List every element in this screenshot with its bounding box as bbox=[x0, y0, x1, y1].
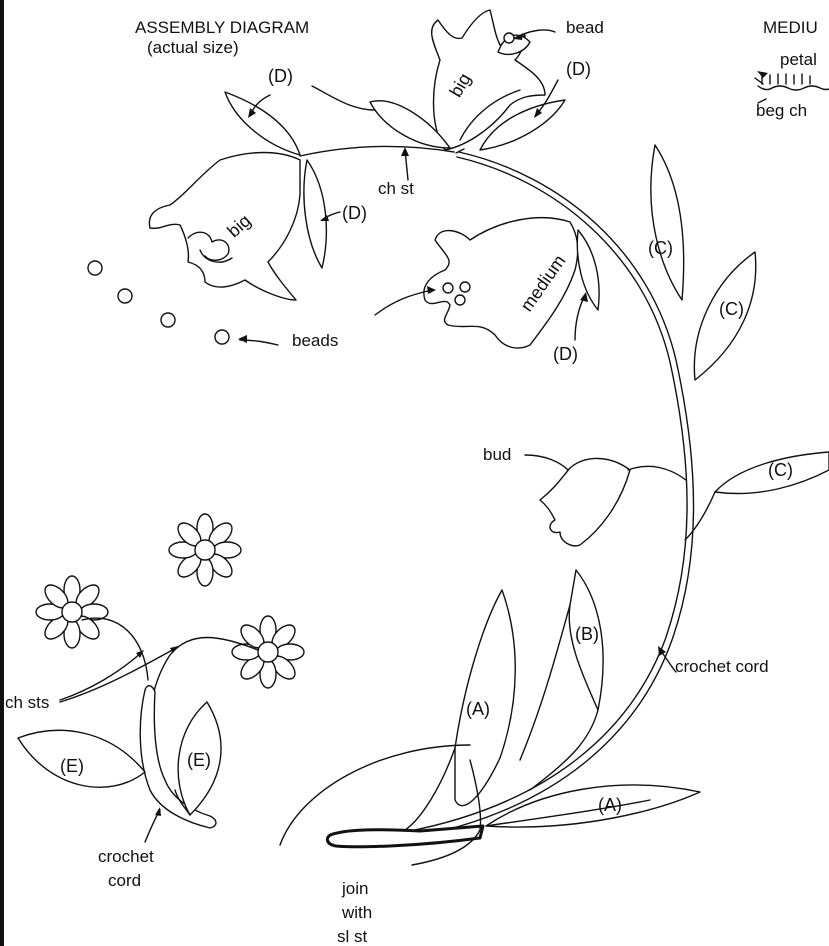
bud bbox=[540, 458, 686, 545]
beads-arrow bbox=[238, 335, 247, 343]
daisy-left bbox=[36, 576, 108, 648]
leaf-c3-label: (C) bbox=[768, 460, 793, 480]
stitch-arrows bbox=[755, 78, 766, 103]
bead-label: bead bbox=[566, 18, 604, 37]
bead-circle bbox=[504, 33, 514, 43]
beads-label: beads bbox=[292, 331, 338, 350]
bud-label: bud bbox=[483, 445, 511, 464]
ch-sts-pointer-1 bbox=[60, 652, 142, 700]
diagram-title: ASSEMBLY DIAGRAM bbox=[135, 18, 309, 37]
stitch-posts bbox=[762, 74, 810, 84]
join-label-2: with bbox=[341, 903, 372, 922]
leaf-d-top-right-label: (D) bbox=[566, 59, 591, 79]
ch-sts-label: ch sts bbox=[5, 693, 49, 712]
leaf-c1-label: (C) bbox=[648, 238, 673, 258]
side-panel-beg-label: beg ch bbox=[756, 101, 807, 120]
leaf-b-label: (B) bbox=[575, 624, 599, 644]
crochet-cord-left-label-1: crochet bbox=[98, 847, 154, 866]
arrow-head bbox=[757, 71, 768, 78]
ch-st-arrow bbox=[401, 147, 409, 156]
daisy-right bbox=[232, 616, 304, 688]
leaf-d-medium-label: (D) bbox=[553, 344, 578, 364]
bud-pointer bbox=[525, 455, 568, 470]
daisy-top bbox=[169, 514, 241, 586]
join-label-1: join bbox=[341, 879, 368, 898]
stitch-chain bbox=[758, 86, 829, 90]
ch-st-thread bbox=[300, 146, 454, 156]
leaf-d-left-mid-label: (D) bbox=[342, 203, 367, 223]
join-label-3: sl st bbox=[337, 927, 368, 946]
leaf-a-lower-label: (A) bbox=[598, 795, 622, 815]
leaf-d-left-mid bbox=[304, 160, 326, 268]
flower-big-left: big bbox=[149, 153, 300, 301]
crochet-cord-right-label: crochet cord bbox=[675, 657, 769, 676]
leaf-d-top-left bbox=[225, 92, 300, 155]
leaf-c2-label: (C) bbox=[719, 299, 744, 319]
leaf-e-right-label: (E) bbox=[187, 750, 211, 770]
leaf-e-left-label: (E) bbox=[60, 756, 84, 776]
ch-st-label: ch st bbox=[378, 179, 414, 198]
crochet-cord-left-label-2: cord bbox=[108, 871, 141, 890]
leaf-c1 bbox=[651, 145, 684, 300]
side-panel-title: MEDIU bbox=[763, 18, 818, 37]
side-panel-medium: MEDIU petal beg ch bbox=[755, 18, 829, 120]
side-panel-petal-label: petal bbox=[780, 50, 817, 69]
flower-medium: medium bbox=[424, 218, 578, 348]
leaf-a-upper bbox=[455, 590, 515, 806]
diagram-subtitle: (actual size) bbox=[147, 38, 239, 57]
leaf-d-medium bbox=[577, 230, 599, 310]
leaf-a-upper-label: (A) bbox=[466, 699, 490, 719]
leaf-d-top-left-label: (D) bbox=[268, 66, 293, 86]
